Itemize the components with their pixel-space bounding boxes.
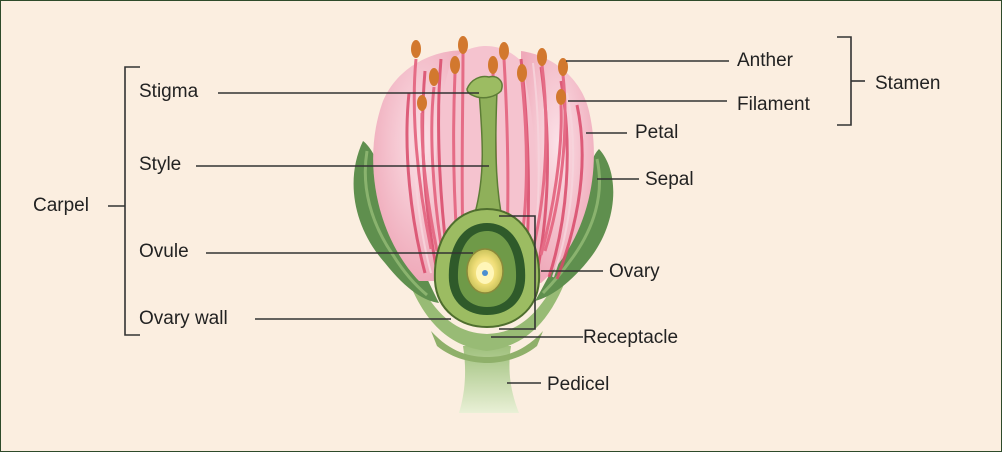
label-carpel: Carpel — [33, 195, 89, 217]
label-filament: Filament — [737, 94, 810, 116]
label-ovary-wall: Ovary wall — [139, 308, 228, 330]
label-style: Style — [139, 154, 181, 176]
label-ovary: Ovary — [609, 261, 660, 283]
label-sepal: Sepal — [645, 169, 694, 191]
label-stigma: Stigma — [139, 81, 198, 103]
label-petal: Petal — [635, 122, 678, 144]
label-ovule: Ovule — [139, 241, 189, 263]
label-pedicel: Pedicel — [547, 374, 609, 396]
label-stamen: Stamen — [875, 73, 940, 95]
label-receptacle: Receptacle — [583, 327, 678, 349]
label-anther: Anther — [737, 50, 793, 72]
